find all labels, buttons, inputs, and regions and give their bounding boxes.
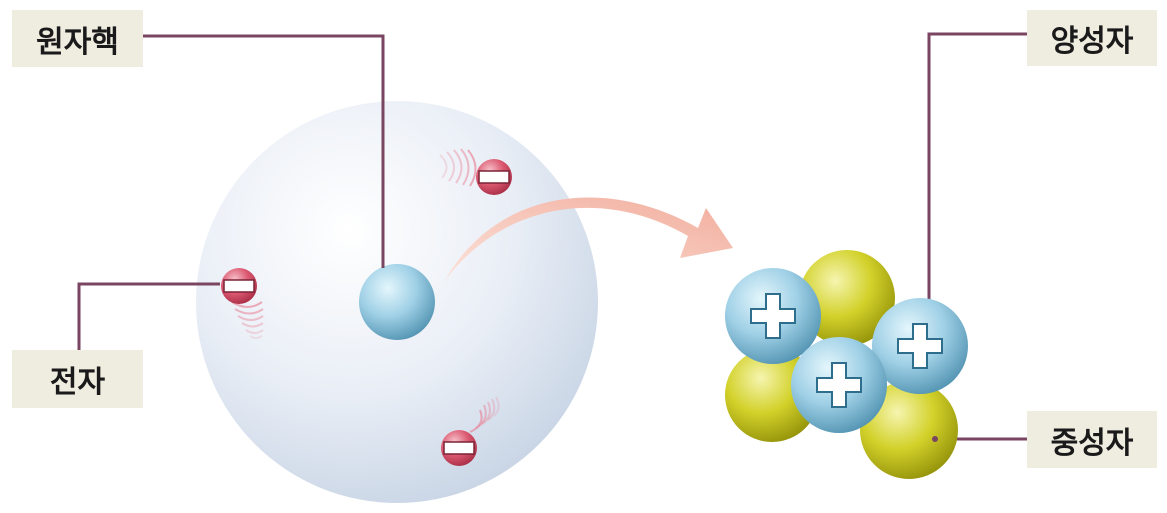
- minus-sign-icon: [443, 441, 475, 455]
- neutron-ball: [799, 250, 895, 346]
- nucleus-leader-line: [143, 34, 385, 268]
- motion-trail: [439, 148, 477, 187]
- neutron-label: 중성자: [1027, 411, 1157, 468]
- proton-ball: [872, 298, 968, 394]
- electron-bottom: [441, 396, 500, 466]
- electron-label: 전자: [12, 350, 143, 408]
- nucleus-label: 원자핵: [12, 10, 143, 67]
- plus-sign-icon: [750, 293, 796, 339]
- plus-sign-icon: [897, 323, 943, 369]
- nucleus-ball: [359, 264, 435, 340]
- proton-ball: [725, 268, 821, 364]
- proton-leader-line: [927, 32, 1027, 300]
- arrow-to-nucleus-detail: [444, 197, 733, 282]
- minus-sign-icon: [223, 279, 255, 293]
- proton-ball: [791, 337, 887, 433]
- electron-top: [439, 148, 512, 195]
- neutron-leader-dot: [932, 436, 938, 442]
- electron-left: [221, 268, 264, 339]
- minus-sign-icon: [478, 170, 510, 184]
- neutron-ball: [860, 381, 958, 479]
- proton-label: 양성자: [1027, 10, 1157, 66]
- motion-trail: [231, 301, 264, 339]
- motion-trail: [469, 396, 500, 433]
- plus-sign-icon: [816, 362, 862, 408]
- electron-leader-line: [77, 282, 220, 350]
